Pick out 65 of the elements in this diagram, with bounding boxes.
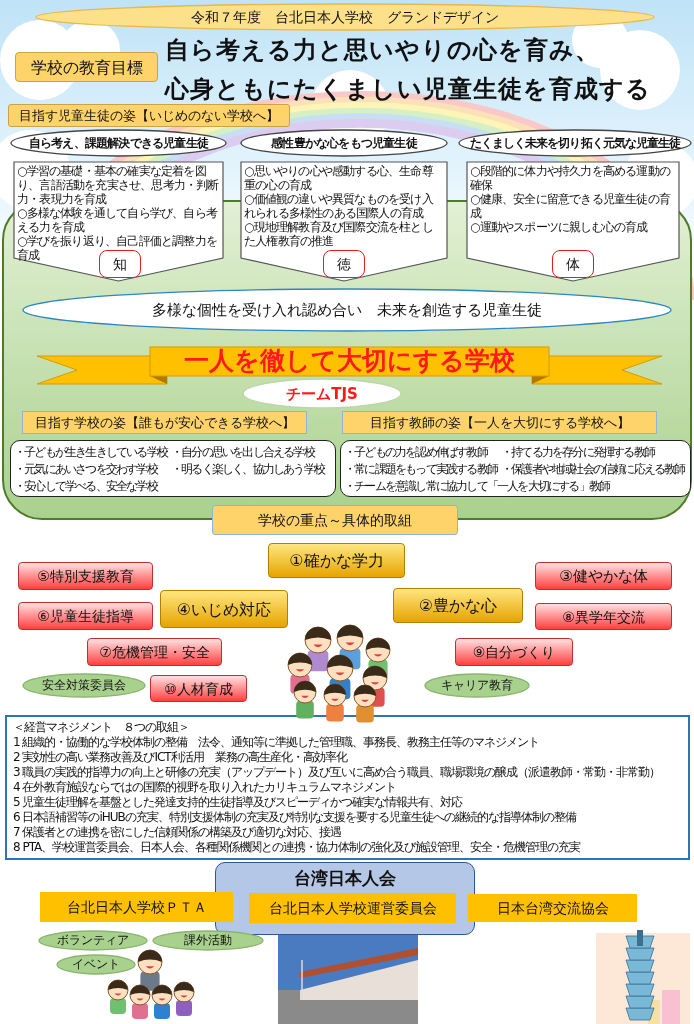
priority-box: ⑧異学年交流 — [535, 603, 672, 630]
priority-box: ⑦危機管理・安全 — [87, 638, 222, 666]
heading-oval: たくましく未来を切り拓く元気な児童生徒 — [458, 129, 692, 157]
activity-oval: 課外活動 — [152, 930, 264, 951]
priority-box: ①確かな学力 — [268, 543, 405, 578]
bullet-text: ○多様な体験を通して自ら学び、自ら考える力を育成 — [17, 206, 219, 234]
priority-box: ②豊かな心 — [393, 588, 523, 623]
bullet-text: ・子どもの力を認め伸ばす教師 — [344, 444, 489, 460]
priority-box: ④いじめ対応 — [160, 590, 288, 628]
priority-box: ③健やかな体 — [535, 562, 672, 590]
list-item: 2 実効性の高い業務改善及びICT利活用 業務の高生産化・高効率化 — [13, 750, 349, 765]
committee-oval: キャリア教育 — [424, 673, 530, 698]
vision-oval: 多様な個性を受け入れ認め合い 未来を創造する児童生徒 — [22, 288, 672, 332]
team-oval: チームTJS — [242, 378, 402, 409]
heading-box: 目指す教師の姿【一人を大切にする学校へ】 — [342, 411, 657, 434]
list-item: 8 PTA、学校運営委員会、日本人会、各種関係機関との連携・協力体制の強化及び施設管理、安全・危機管理の充実 — [13, 840, 582, 855]
bullet-text: ○現地理解教育及び国際交流を柱とした人権教育の推進 — [244, 220, 434, 248]
motto-text: 自ら考える力と思いやりの心を育み、 — [165, 35, 600, 66]
bullet-text: ・持てる力を存分に発揮する教師 — [501, 444, 656, 460]
organization-box: 台北日本人学校ＰＴＡ — [40, 892, 233, 922]
list-item: 1 組織的・協働的な学校体制の整備 法令、通知等に準拠した管理職、事務長、教務主任等のマネジメント — [13, 735, 541, 750]
list-item: 6 日本語補習等のiHUBの充実、特別支援体制の充実及び特別な支援を要する児童生徒への継続的な指導体制の整備 — [13, 810, 578, 825]
activity-oval: ボランティア — [38, 930, 148, 951]
goal-label: 学校の教育目標 — [15, 52, 158, 82]
priority-box: ⑩人材育成 — [150, 675, 247, 702]
bullet-text: ・常に課題をもって実践する教師 — [344, 461, 497, 477]
committee-oval: 安全対策委員会 — [22, 673, 146, 698]
heading-box: 目指す学校の姿【誰もが安心できる学校へ】 — [22, 411, 307, 434]
bullet-text: ・子どもが生き生きしている学校 — [14, 444, 167, 460]
list-item: 3 職員の実践的指導力の向上と研修の充実（アップデート）及び互いに高め合う職員、職場環境の醸成（派遣教師・常勤・非常勤） — [13, 765, 662, 780]
priority-box: ⑨自分づくり — [455, 638, 573, 666]
motto-text: 心身ともにたくましい児童生徒を育成する — [165, 74, 651, 105]
activity-oval: イベント — [56, 954, 136, 975]
bullet-text: ・自分の思いを出し合える学校 — [171, 444, 316, 460]
bullet-text: ・安心して学べる、安全な学校 — [14, 478, 159, 494]
management-box — [5, 715, 690, 860]
list-item: ＜経営マネジメント ８つの取組＞ — [13, 720, 190, 735]
list-item: 7 保護者との連携を密にした信頼関係の構築及び適切な対応、接遇 — [13, 825, 343, 840]
priority-box: ⑥児童生徒指導 — [18, 602, 153, 630]
bullet-text: ○思いやりの心や感動する心、生命尊重の心の育成 — [244, 164, 435, 192]
organization-box: 台北日本人学校運営委員会 — [249, 893, 456, 923]
bullet-text: ・明るく楽しく、協力しあう学校 — [171, 461, 325, 477]
bullet-text: ○段階的に体力や持久力を高める運動の確保 — [470, 164, 672, 192]
list-item: 4 在外教育施設ならではの国際的視野を取り入れたカリキュラムマネジメント — [13, 780, 398, 795]
bullet-text: ○学習の基礎・基本の確実な定着を図り、言語活動を充実させ、思考力・判断力・表現力を育成 — [17, 164, 220, 206]
heading-oval: 自ら考え、課題解決できる児童生徒 — [10, 129, 227, 157]
bullet-text: ・保護者や地域社会の信頼に応える教師 — [501, 461, 685, 477]
priority-box: ⑤特別支援教育 — [18, 562, 153, 590]
ribbon-banner: 一人を徹して大切にする学校 — [37, 346, 662, 386]
bullet-text: ○価値観の違いや異質なものを受け入れられる多様性のある国際人の育成 — [244, 192, 435, 220]
bullet-text: ・チームを意識し常に協力して「一人を大切にする」教師 — [344, 478, 611, 494]
title-oval: 令和７年度 台北日本人学校 グランドデザイン — [35, 3, 655, 31]
virtue-badge: 徳 — [323, 250, 365, 278]
bullet-text: ・元気にあいさつを交わす学校 — [14, 461, 159, 477]
heading-oval: 感性豊かな心をもつ児童生徒 — [240, 129, 448, 157]
bullet-text: ○健康、安全に留意できる児童生徒の育成 — [470, 192, 672, 220]
list-item: 5 児童生徒理解を基盤とした発達支持的生徒指導及びスピーディかつ確実な情報共有、対応 — [13, 795, 464, 810]
bullet-text: ○運動やスポーツに親しむ心の育成 — [470, 220, 649, 234]
heading-box: 学校の重点～具体的取組 — [212, 505, 458, 535]
heading-box: 目指す児童生徒の姿【いじめのない学校へ】 — [8, 104, 290, 127]
list-box — [10, 440, 336, 497]
association-box: 台湾日本人会 台北日本人学校運営委員会 — [215, 862, 475, 935]
organization-box: 日本台湾交流協会 — [468, 894, 637, 922]
list-box — [340, 440, 691, 497]
virtue-badge: 体 — [552, 250, 594, 278]
